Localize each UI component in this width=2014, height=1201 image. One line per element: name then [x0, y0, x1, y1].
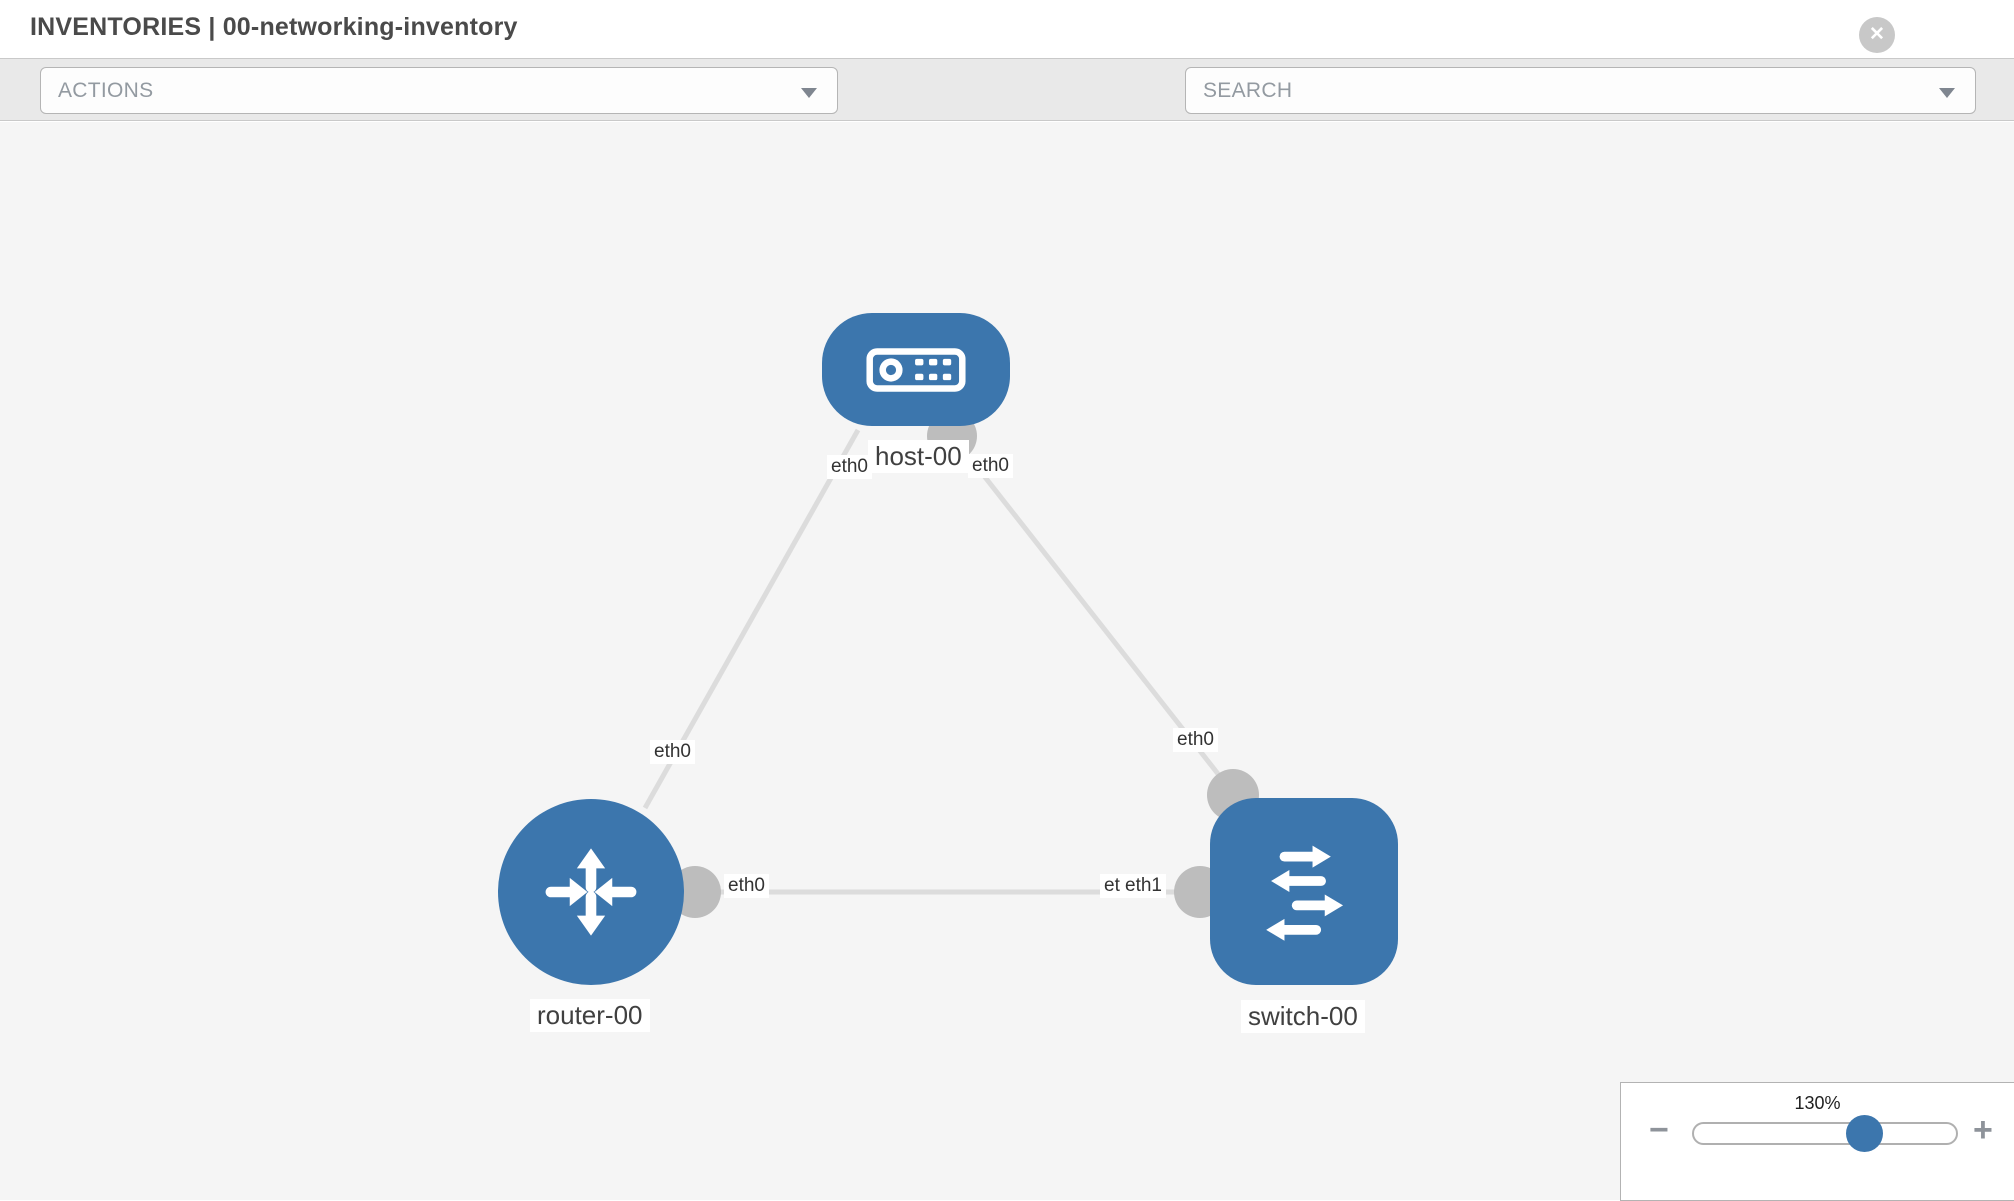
search-dropdown[interactable]: SEARCH	[1185, 67, 1976, 114]
node-router-00[interactable]	[498, 799, 684, 985]
search-dropdown-label: SEARCH	[1203, 79, 1293, 102]
topology-canvas[interactable]: host-00 router-00 switch-00 eth0 eth0 et…	[0, 122, 2014, 1201]
switch-icon	[1266, 845, 1344, 941]
page-title: INVENTORIES | 00-networking-inventory	[30, 13, 518, 41]
chevron-down-icon	[801, 88, 817, 98]
interface-label: eth0	[724, 874, 769, 898]
actions-dropdown[interactable]: ACTIONS	[40, 67, 838, 114]
node-label-router: router-00	[530, 999, 650, 1032]
router-icon	[545, 848, 637, 936]
zoom-level: 130%	[1794, 1093, 1841, 1113]
node-label-switch: switch-00	[1241, 1000, 1365, 1033]
zoom-slider-track[interactable]	[1692, 1115, 1958, 1152]
header: INVENTORIES | 00-networking-inventory ✕	[0, 0, 2014, 58]
zoom-in-button[interactable]: +	[1973, 1111, 1993, 1149]
interface-label: eth0	[1173, 728, 1218, 752]
host-icon	[866, 347, 966, 392]
chevron-down-icon	[1939, 88, 1955, 98]
zoom-out-button[interactable]: −	[1649, 1111, 1669, 1149]
interface-label: eth0	[827, 455, 872, 479]
actions-dropdown-label: ACTIONS	[58, 79, 154, 102]
node-host-00[interactable]	[822, 313, 1010, 426]
node-label-host: host-00	[868, 440, 969, 473]
node-switch-00[interactable]	[1210, 798, 1398, 985]
close-button[interactable]: ✕	[1859, 17, 1895, 53]
interface-label: eth0	[968, 454, 1013, 478]
interface-label: eth0	[650, 740, 695, 764]
close-icon: ✕	[1869, 24, 1885, 45]
interface-label: eth1	[1121, 874, 1166, 898]
zoom-panel: 130% − +	[1620, 1082, 2014, 1201]
toolbar: ACTIONS SEARCH	[0, 58, 2014, 164]
zoom-slider-thumb[interactable]	[1846, 1115, 1883, 1152]
